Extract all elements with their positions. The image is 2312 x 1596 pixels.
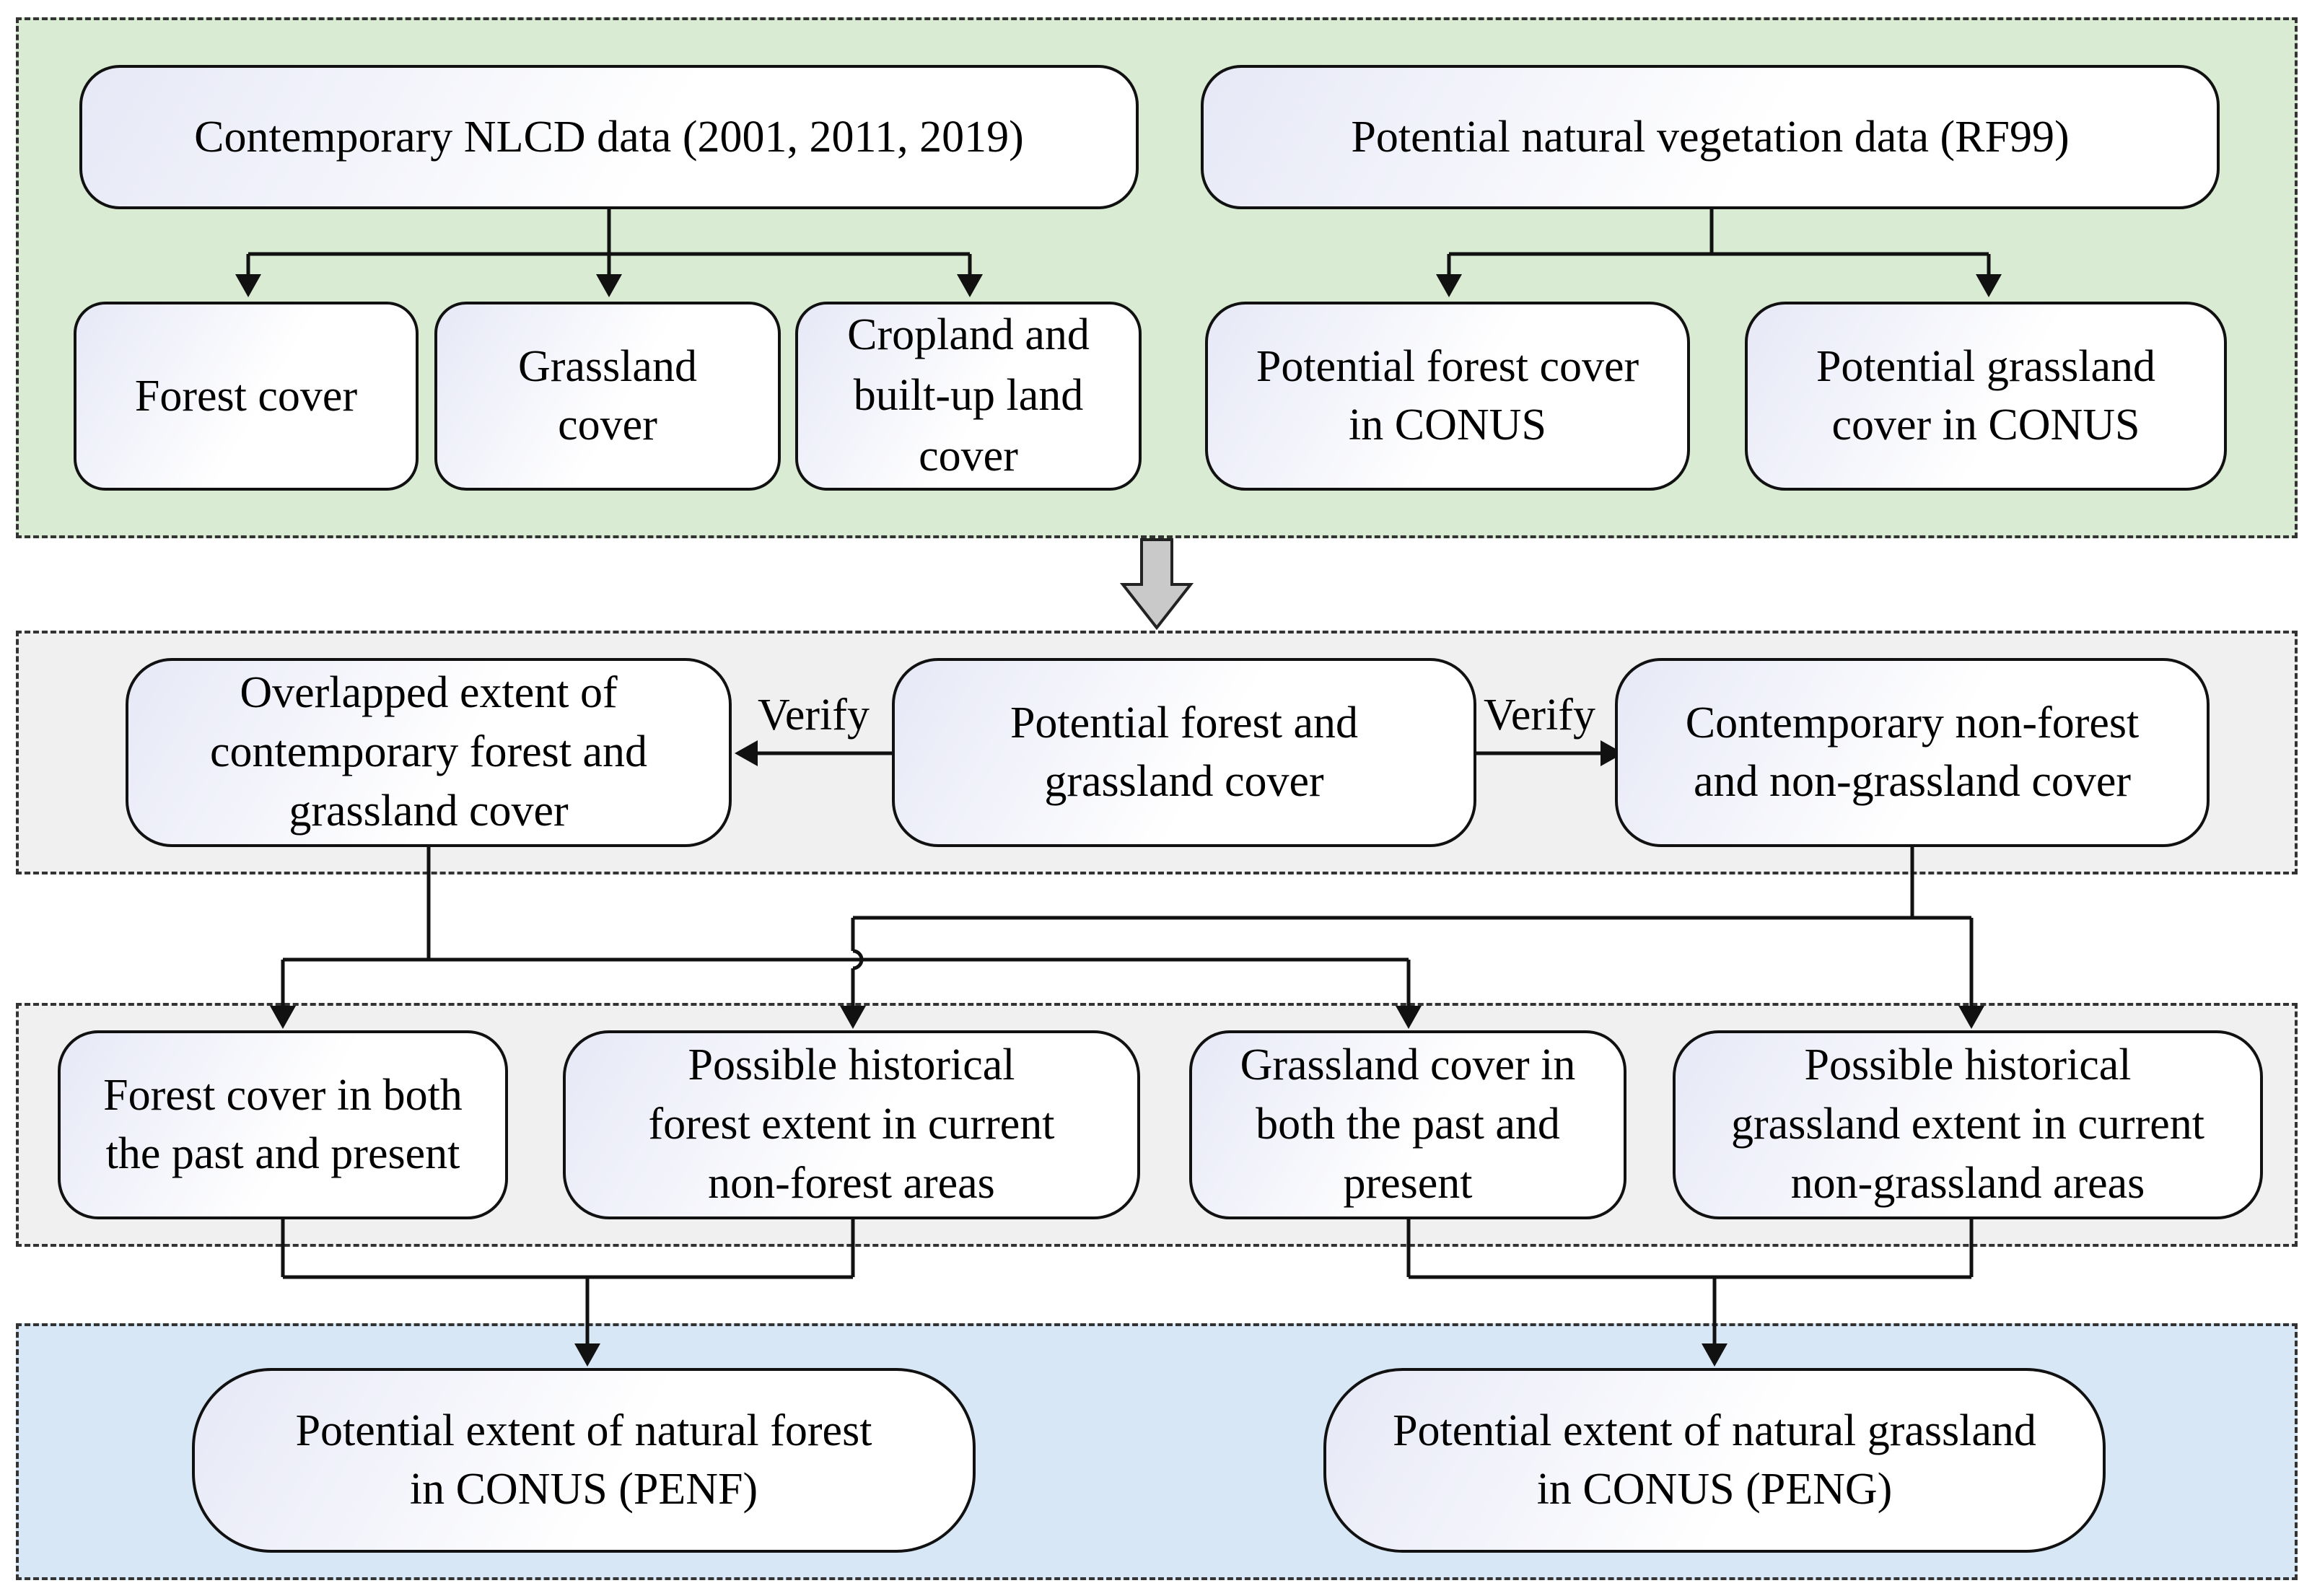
historical-grassland-line-1: Possible historical (1804, 1040, 2132, 1090)
nonforest-nongrassland-line-1: Contemporary non-forest (1685, 698, 2140, 748)
penf-output-line-2: in CONUS (PENF) (409, 1465, 758, 1514)
overlapped-extent-line-3: grassland cover (289, 786, 569, 836)
penf-output-line-1: Potential extent of natural forest (295, 1406, 872, 1456)
verify-left-label: Verify (758, 690, 870, 740)
potential-forest-cover-box: Potential forest cover in CONUS (1205, 302, 1690, 491)
historical-grassland-box: Possible historical grassland extent in … (1673, 1030, 2263, 1219)
historical-grassland-line-3: non-grassland areas (1790, 1158, 2145, 1208)
cropland-cover-line-1: Cropland and (847, 310, 1090, 360)
historical-forest-line-1: Possible historical (688, 1040, 1015, 1090)
nlcd-data-box: Contemporary NLCD data (2001, 2011, 2019… (79, 65, 1139, 209)
cropland-cover-box: Cropland and built-up land cover (795, 302, 1142, 491)
historical-forest-line-2: forest extent in current (648, 1100, 1055, 1149)
flow-down-arrow (1119, 538, 1194, 631)
peng-output-line-1: Potential extent of natural grassland (1393, 1406, 2036, 1456)
pnv-data-label: Potential natural vegetation data (RF99) (1351, 112, 2070, 162)
grassland-cover-line-1: Grassland (518, 342, 697, 392)
grassland-both-line-1: Grassland cover in (1240, 1040, 1576, 1090)
historical-forest-box: Possible historical forest extent in cur… (563, 1030, 1140, 1219)
potential-forest-cover-line-2: in CONUS (1349, 400, 1546, 450)
cropland-cover-line-3: cover (919, 431, 1018, 481)
potential-forest-grassland-box: Potential forest and grassland cover (892, 658, 1476, 847)
penf-output-box: Potential extent of natural forest in CO… (192, 1368, 976, 1553)
peng-output-line-2: in CONUS (PENG) (1536, 1465, 1893, 1514)
overlapped-extent-line-2: contemporary forest and (210, 727, 647, 777)
nlcd-data-label: Contemporary NLCD data (2001, 2011, 2019… (194, 112, 1024, 162)
pnv-data-box: Potential natural vegetation data (RF99) (1201, 65, 2220, 209)
potential-grassland-cover-line-2: cover in CONUS (1831, 400, 2140, 450)
historical-grassland-line-2: grassland extent in current (1731, 1100, 2204, 1149)
grassland-both-line-3: present (1343, 1158, 1473, 1208)
potential-forest-cover-line-1: Potential forest cover (1256, 342, 1639, 392)
forest-both-box: Forest cover in both the past and presen… (58, 1030, 508, 1219)
grassland-cover-line-2: cover (558, 400, 657, 450)
peng-output-box: Potential extent of natural grassland in… (1323, 1368, 2106, 1553)
overlapped-extent-box: Overlapped extent of contemporary forest… (126, 658, 732, 847)
potential-grassland-cover-box: Potential grassland cover in CONUS (1745, 302, 2227, 491)
potential-grassland-cover-line-1: Potential grassland (1816, 342, 2156, 392)
nonforest-nongrassland-line-2: and non-grassland cover (1693, 757, 2131, 806)
grassland-cover-box: Grassland cover (434, 302, 781, 491)
forest-both-line-1: Forest cover in both (103, 1071, 463, 1121)
grassland-both-box: Grassland cover in both the past and pre… (1189, 1030, 1626, 1219)
forest-both-line-2: the past and present (105, 1129, 460, 1178)
historical-forest-line-3: non-forest areas (708, 1158, 995, 1208)
cropland-cover-line-2: built-up land (853, 371, 1084, 421)
verify-right-label: Verify (1484, 690, 1595, 740)
grassland-both-line-2: both the past and (1256, 1100, 1560, 1149)
potential-forest-grassland-line-2: grassland cover (1044, 757, 1324, 806)
forest-cover-label: Forest cover (134, 371, 358, 421)
nonforest-nongrassland-box: Contemporary non-forest and non-grasslan… (1615, 658, 2210, 847)
overlapped-extent-line-1: Overlapped extent of (240, 668, 618, 718)
forest-cover-box: Forest cover (74, 302, 419, 491)
potential-forest-grassland-line-1: Potential forest and (1010, 698, 1359, 748)
